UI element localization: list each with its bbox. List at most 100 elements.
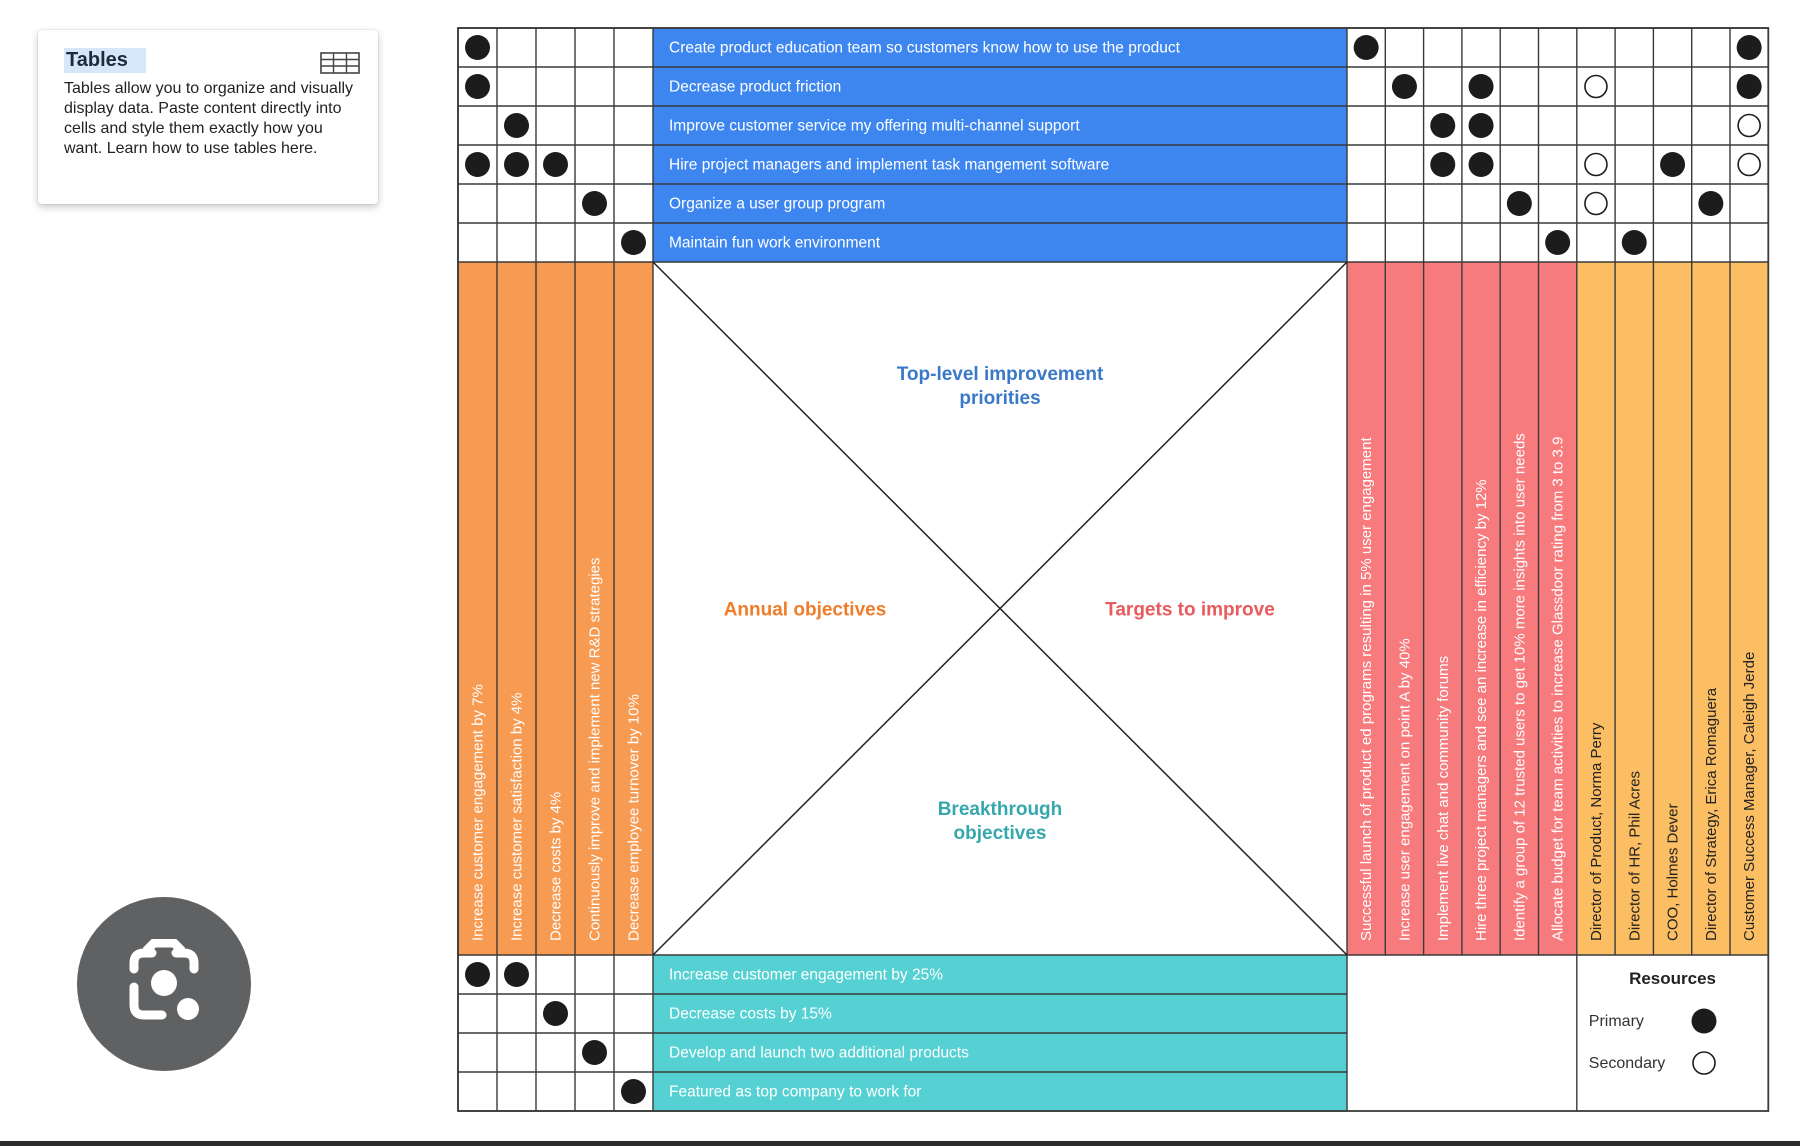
primary-dot: [1430, 113, 1456, 138]
legend-secondary-label: Secondary: [1589, 1055, 1666, 1072]
annual-label: Increase customer engagement by 7%: [470, 684, 487, 941]
resource-label: Customer Success Manager, Caleigh Jerde: [1741, 652, 1758, 941]
resource-label: Director of Product, Norma Perry: [1588, 722, 1605, 941]
target-label: Allocate budget for team activities to i…: [1550, 437, 1567, 941]
primary-dot: [621, 230, 646, 255]
primary-dot: [1391, 74, 1417, 99]
target-column: [1347, 262, 1386, 955]
breakthrough-title: Breakthrough: [938, 799, 1063, 820]
breakthrough-title: objectives: [954, 823, 1047, 844]
annual-objectives-title: Annual objectives: [724, 600, 887, 621]
legend-primary-label: Primary: [1589, 1013, 1644, 1030]
top-priorities-title: priorities: [959, 388, 1040, 409]
breakthrough-label: Featured as top company to work for: [669, 1084, 921, 1101]
legend-secondary-dot: [1692, 1051, 1716, 1075]
primary-dot: [1545, 230, 1571, 255]
legend-primary-dot: [1691, 1008, 1717, 1034]
matrix-border: [457, 27, 1770, 1112]
tables-info-card: Tables Tables allow you to organize and …: [38, 30, 378, 204]
priority-row: [653, 28, 1347, 67]
target-label: Implement live chat and community forums: [1435, 656, 1452, 941]
secondary-dot: [1737, 152, 1761, 177]
priority-label: Create product education team so custome…: [669, 40, 1181, 57]
secondary-dot: [1737, 113, 1761, 138]
priority-label: Maintain fun work environment: [669, 235, 881, 252]
target-column: [1500, 262, 1539, 955]
priority-row: [653, 67, 1347, 106]
primary-dot: [504, 113, 529, 138]
breakthrough-row: [653, 1033, 1347, 1072]
primary-dot: [1506, 191, 1532, 216]
annual-label: Decrease employee turnover by 10%: [626, 694, 643, 941]
legend-title: Resources: [1629, 969, 1716, 988]
breakthrough-label: Increase customer engagement by 25%: [669, 967, 943, 984]
breakthrough-row: [653, 994, 1347, 1033]
target-column: [1385, 262, 1424, 955]
target-label: Hire three project managers and see an i…: [1473, 479, 1490, 941]
center-diagonal: [652, 261, 1348, 956]
table-icon: [320, 52, 360, 79]
top-priorities-title: Top-level improvement: [897, 364, 1104, 385]
priority-row: [653, 106, 1347, 145]
card-title: Tables: [64, 48, 146, 73]
annual-column: [458, 262, 497, 955]
annual-label: Decrease costs by 4%: [548, 792, 565, 941]
target-column: [1461, 262, 1501, 955]
annual-column: [497, 262, 536, 955]
target-label: Successful launch of product ed programs…: [1358, 437, 1375, 941]
primary-dot: [465, 35, 490, 60]
primary-dot: [1430, 152, 1456, 177]
breakthrough-label: Decrease costs by 15%: [669, 1006, 832, 1023]
secondary-dot: [1584, 152, 1608, 177]
primary-dot: [465, 74, 490, 99]
resource-column: [1653, 262, 1692, 955]
primary-dot: [543, 1001, 568, 1026]
primary-dot: [543, 152, 568, 177]
primary-dot: [465, 152, 490, 177]
lens-camera-button[interactable]: [77, 897, 251, 1071]
annual-column: [575, 262, 614, 955]
targets-title: Targets to improve: [1105, 600, 1275, 621]
resource-column: [1576, 262, 1616, 955]
primary-dot: [504, 962, 529, 987]
primary-dot: [621, 1079, 646, 1104]
breakthrough-label: Develop and launch two additional produc…: [669, 1045, 969, 1062]
annual-column: [614, 262, 653, 955]
annual-label: Increase customer satisfaction by 4%: [509, 693, 526, 941]
primary-dot: [1736, 35, 1762, 60]
primary-dot: [582, 1040, 607, 1065]
primary-dot: [1468, 152, 1494, 177]
resource-label: COO, Holmes Dever: [1665, 803, 1682, 941]
annual-column: [536, 262, 575, 955]
camera-search-icon: [129, 939, 199, 1020]
card-description: Tables allow you to organize and visuall…: [64, 80, 354, 157]
primary-dot: [1468, 113, 1494, 138]
resource-column: [1691, 262, 1730, 955]
primary-dot: [1353, 35, 1379, 60]
primary-dot: [1736, 74, 1762, 99]
annual-label: Continuously improve and implement new R…: [587, 557, 604, 941]
secondary-dot: [1584, 191, 1608, 216]
target-column: [1538, 262, 1577, 955]
priority-row: [653, 223, 1347, 262]
primary-dot: [1621, 230, 1647, 255]
priority-label: Decrease product friction: [669, 79, 841, 96]
resource-column: [1730, 262, 1769, 955]
secondary-dot: [1584, 74, 1608, 99]
primary-dot: [1660, 152, 1686, 177]
resource-label: Director of Strategy, Erica Romaguera: [1703, 687, 1720, 941]
breakthrough-row: [653, 955, 1347, 994]
primary-dot: [1468, 74, 1494, 99]
resource-label: Director of HR, Phil Acres: [1626, 771, 1643, 941]
primary-dot: [582, 191, 607, 216]
priority-label: Hire project managers and implement task…: [669, 157, 1109, 174]
target-column: [1423, 262, 1462, 955]
priority-row: [653, 184, 1347, 223]
resource-column: [1615, 262, 1654, 955]
priority-label: Improve customer service my offering mul…: [669, 118, 1080, 135]
bottom-divider: [0, 1141, 1800, 1146]
primary-dot: [504, 152, 529, 177]
target-label: Increase user engagement on point A by 4…: [1396, 638, 1413, 941]
breakthrough-row: [653, 1072, 1347, 1111]
